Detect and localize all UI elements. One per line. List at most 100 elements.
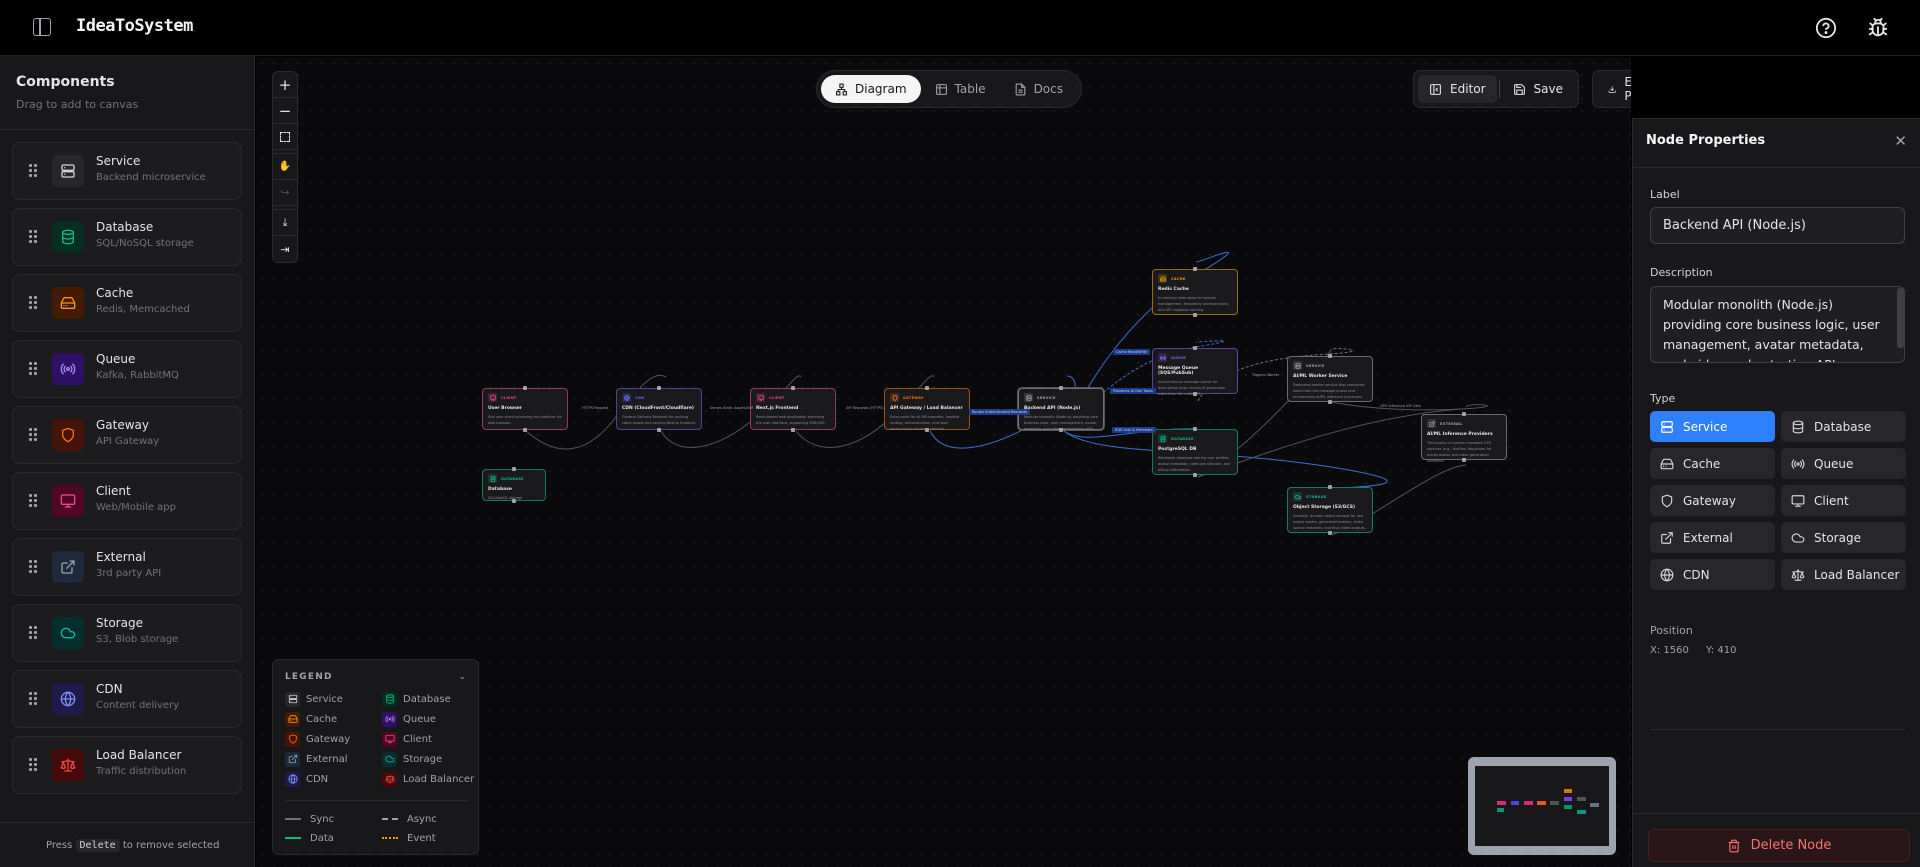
close-icon[interactable]: ✕ bbox=[1894, 132, 1907, 150]
fit-view-button[interactable] bbox=[273, 124, 297, 150]
pan-tool-button[interactable]: ✋ bbox=[273, 154, 297, 180]
node-handle-top[interactable] bbox=[1328, 354, 1332, 358]
type-option-service[interactable]: Service bbox=[1650, 411, 1775, 442]
diagram-canvas[interactable]: + − ✋ ↪ ⤓ ⇥ Diagram Table Docs bbox=[256, 57, 1631, 867]
type-option-database[interactable]: Database bbox=[1781, 411, 1906, 442]
tab-docs[interactable]: Docs bbox=[1000, 75, 1077, 103]
download-button[interactable]: ⤓ bbox=[273, 210, 297, 236]
panel-left-icon[interactable] bbox=[33, 18, 51, 36]
node-handle-top[interactable] bbox=[1193, 427, 1197, 431]
textarea-scrollbar[interactable] bbox=[1897, 288, 1904, 348]
grip-icon[interactable] bbox=[29, 758, 37, 772]
edge-label[interactable]: HTTPS Request bbox=[582, 406, 609, 410]
tab-table[interactable]: Table bbox=[921, 75, 1000, 103]
node-handle-bottom[interactable] bbox=[1059, 428, 1063, 432]
grip-icon[interactable] bbox=[29, 164, 37, 178]
minimap[interactable] bbox=[1468, 757, 1616, 855]
edge-label[interactable]: API Requests (HTTPS) bbox=[846, 406, 884, 410]
delete-node-button[interactable]: Delete Node bbox=[1648, 829, 1910, 862]
node-handle-top[interactable] bbox=[512, 467, 516, 471]
legend-item: External bbox=[285, 751, 382, 767]
node-handle-top[interactable] bbox=[523, 386, 527, 390]
grip-icon[interactable] bbox=[29, 230, 37, 244]
type-option-load-balancer[interactable]: Load Balancer bbox=[1781, 559, 1906, 590]
grip-icon[interactable] bbox=[29, 428, 37, 442]
help-circle-icon[interactable] bbox=[1815, 17, 1837, 39]
edge-label[interactable]: R/W User & Metadata bbox=[1112, 427, 1156, 433]
edge-label[interactable]: Publishes AI Gen Tasks bbox=[1110, 388, 1156, 394]
type-option-gateway[interactable]: Gateway bbox=[1650, 485, 1775, 516]
description-textarea[interactable]: Modular monolith (Node.js) providing cor… bbox=[1650, 286, 1905, 363]
node-handle-top[interactable] bbox=[1462, 412, 1466, 416]
node-handle-bottom[interactable] bbox=[1328, 400, 1332, 404]
edge-label[interactable]: Routes Authenticated Requests bbox=[969, 409, 1030, 415]
type-option-storage[interactable]: Storage bbox=[1781, 522, 1906, 553]
save-button[interactable]: Save bbox=[1502, 75, 1574, 103]
node-handle-bottom[interactable] bbox=[1328, 531, 1332, 535]
node-handle-top[interactable] bbox=[1059, 386, 1063, 390]
node-handle-bottom[interactable] bbox=[512, 499, 516, 503]
bug-icon[interactable] bbox=[1867, 17, 1889, 39]
grip-icon[interactable] bbox=[29, 626, 37, 640]
redo-button[interactable]: ↪ bbox=[273, 180, 297, 206]
zoom-in-button[interactable]: + bbox=[273, 72, 297, 98]
grip-icon[interactable] bbox=[29, 692, 37, 706]
node-handle-top[interactable] bbox=[1193, 346, 1197, 350]
node-handle-top[interactable] bbox=[657, 386, 661, 390]
edge-label[interactable]: Cache Read/Write bbox=[1113, 349, 1151, 355]
node-handle-bottom[interactable] bbox=[1193, 313, 1197, 317]
label-input[interactable] bbox=[1650, 207, 1905, 244]
export-png-button[interactable]: Export PNG bbox=[1597, 75, 1631, 103]
node-handle-bottom[interactable] bbox=[523, 428, 527, 432]
chevron-down-icon[interactable]: ⌄ bbox=[458, 672, 466, 682]
type-option-external[interactable]: External bbox=[1650, 522, 1775, 553]
node-handle-bottom[interactable] bbox=[657, 428, 661, 432]
node-handle-bottom[interactable] bbox=[791, 428, 795, 432]
zoom-out-button[interactable]: − bbox=[273, 98, 297, 124]
edge-label[interactable]: Serves Static Assets/SSR bbox=[710, 406, 754, 410]
tab-diagram[interactable]: Diagram bbox=[821, 75, 921, 103]
node-handle-top[interactable] bbox=[1328, 485, 1332, 489]
node-handle-bottom[interactable] bbox=[1193, 392, 1197, 396]
grip-icon[interactable] bbox=[29, 362, 37, 376]
grip-icon[interactable] bbox=[29, 494, 37, 508]
type-option-queue[interactable]: Queue bbox=[1781, 448, 1906, 479]
type-option-cdn[interactable]: CDN bbox=[1650, 559, 1775, 590]
editor-button[interactable]: Editor bbox=[1418, 75, 1497, 103]
node-handle-bottom[interactable] bbox=[1462, 458, 1466, 462]
type-option-client[interactable]: Client bbox=[1781, 485, 1906, 516]
edge-label[interactable]: Triggers Worker bbox=[1252, 373, 1280, 377]
node-handle-top[interactable] bbox=[791, 386, 795, 390]
node-handle-bottom[interactable] bbox=[925, 428, 929, 432]
collapse-button[interactable]: ⇥ bbox=[273, 236, 297, 262]
node-handle-top[interactable] bbox=[925, 386, 929, 390]
type-option-cache[interactable]: Cache bbox=[1650, 448, 1775, 479]
grip-icon[interactable] bbox=[29, 560, 37, 574]
node-handle-bottom[interactable] bbox=[1193, 473, 1197, 477]
node-handle-top[interactable] bbox=[1193, 267, 1197, 271]
edge-label[interactable]: GPU Inference API Calls bbox=[1380, 404, 1422, 408]
grip-icon[interactable] bbox=[29, 296, 37, 310]
